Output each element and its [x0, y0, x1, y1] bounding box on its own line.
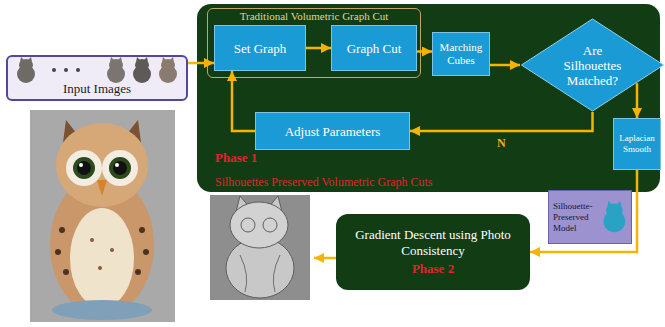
process-label: Adjust Parameters: [285, 124, 381, 139]
flow-arrow: [188, 62, 214, 65]
edge-label: N: [495, 136, 508, 150]
diamond-outline: [521, 19, 663, 111]
decision-diamond: Are Silhouettes Matched?: [520, 18, 665, 112]
phase-subtitle: Silhouettes Preserved Volumetric Graph C…: [215, 174, 433, 190]
group-heading: Traditional Volumetric Graph Cut: [208, 10, 420, 23]
flow-arrow: [410, 112, 593, 131]
phase-panel: Phase 1 Silhouettes Preserved Volumetric …: [197, 4, 660, 192]
flow-arrow: [636, 83, 639, 118]
box-label: Input Images: [63, 81, 131, 96]
flow-arrow: [232, 71, 255, 131]
process-label: Set Graph: [234, 41, 286, 56]
process-box: Set Graph: [214, 25, 306, 71]
process-box: Marching Cubes: [432, 32, 490, 76]
process-box: Adjust Parameters: [255, 112, 410, 150]
owl-photo: [30, 110, 175, 322]
process-label: Graph Cut: [347, 41, 402, 56]
decision-label: Are Silhouettes Matched?: [555, 43, 631, 88]
flow-arrow: [530, 170, 637, 252]
result-model: [210, 195, 310, 300]
flow-arrow: [490, 64, 520, 67]
process-label: Marching Cubes: [436, 41, 486, 67]
model-label: Silhouette-Preserved Model: [553, 201, 601, 234]
process-box: Graph Cut: [331, 25, 417, 71]
phase-title: Phase 2: [412, 261, 454, 277]
phase-box: Gradient Descent using Photo Consistency…: [336, 214, 530, 290]
phase-body: Gradient Descent using Photo Consistency: [353, 227, 513, 259]
phase-title: Phase 1: [215, 150, 257, 166]
output-arrow: [314, 257, 336, 260]
flow-arrow: [417, 50, 432, 53]
process-box: Laplacian Smooth: [613, 118, 661, 170]
flow-arrow: [306, 47, 331, 50]
process-label: Laplacian Smooth: [617, 133, 657, 155]
group-box: Traditional Volumetric Graph CutSet Grap…: [207, 8, 421, 78]
